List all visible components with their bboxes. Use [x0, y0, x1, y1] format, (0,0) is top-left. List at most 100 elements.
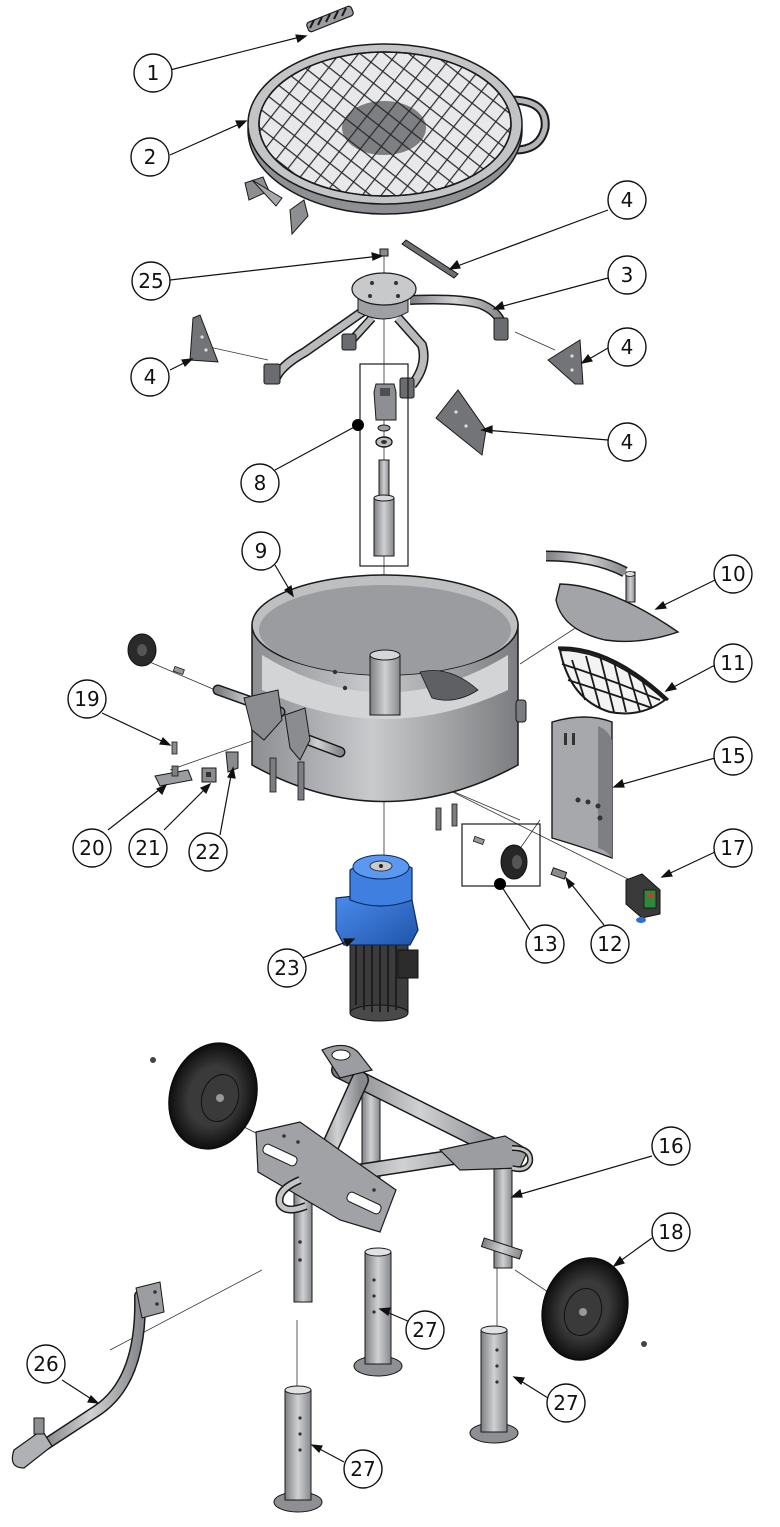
- callout-number: 27: [412, 1318, 437, 1342]
- callout-c4b: 4: [130, 357, 170, 397]
- callout-c27a: 27: [405, 1310, 445, 1350]
- callout-number: 16: [658, 1134, 683, 1158]
- switch-part: [625, 873, 661, 923]
- callout-number: 27: [553, 1391, 578, 1415]
- foot-part-right: [469, 1325, 519, 1444]
- callout-number: 18: [658, 1220, 683, 1244]
- mixing-star-part: [263, 272, 509, 399]
- callout-number: 21: [135, 836, 160, 860]
- callout-circle: [130, 137, 170, 177]
- callout-circle: [713, 828, 753, 868]
- motor-gearbox-part: [335, 854, 419, 1022]
- latch-part: [201, 767, 217, 783]
- callout-c23: 23: [267, 948, 307, 988]
- shaft-assembly-part: [359, 363, 409, 567]
- callout-circle: [651, 1126, 691, 1166]
- callout-circle: [546, 1383, 586, 1423]
- callout-c4d: 4: [607, 422, 647, 462]
- callout-circle: [188, 832, 228, 872]
- callout-number: 10: [720, 562, 745, 586]
- callout-number: 4: [144, 365, 157, 389]
- callout-number: 17: [720, 836, 745, 860]
- callout-number: 3: [621, 263, 634, 287]
- callout-number: 22: [195, 840, 220, 864]
- blade-part-left: [189, 314, 219, 363]
- foot-part-center: [353, 1247, 403, 1377]
- callout-circle: [525, 924, 565, 964]
- bolt-part: [379, 248, 389, 257]
- callout-number: 9: [255, 539, 268, 563]
- callout-c4a: 4: [607, 180, 647, 220]
- callout-c1: 1: [133, 53, 173, 93]
- callout-circle: [133, 53, 173, 93]
- callout-circle: [713, 643, 753, 683]
- callout-number: 13: [532, 932, 557, 956]
- callout-dots: [352, 419, 506, 890]
- callout-circle: [267, 948, 307, 988]
- callout-number: 20: [79, 836, 104, 860]
- callout-c3: 3: [607, 255, 647, 295]
- callout-c17: 17: [713, 828, 753, 868]
- callout-circle: [26, 1344, 66, 1384]
- callout-number: 11: [720, 651, 745, 675]
- plate-part: [154, 765, 193, 787]
- tow-bar-part: [11, 1281, 165, 1469]
- callout-c16: 16: [651, 1126, 691, 1166]
- callout-circle: [128, 828, 168, 868]
- callout-c27c: 27: [343, 1449, 383, 1489]
- callout-number: 4: [621, 430, 634, 454]
- callout-c26: 26: [26, 1344, 66, 1384]
- callout-circle: [343, 1449, 383, 1489]
- brush-part: [306, 5, 354, 33]
- callout-c15: 15: [713, 736, 753, 776]
- callout-number: 12: [597, 932, 622, 956]
- callout-c4c: 4: [607, 327, 647, 367]
- callout-c20: 20: [72, 828, 112, 868]
- callout-circle: [607, 255, 647, 295]
- callout-number: 19: [74, 687, 99, 711]
- callout-number: 8: [254, 471, 267, 495]
- blade-part-top: [401, 239, 459, 279]
- screw-part: [550, 867, 568, 880]
- callout-number: 26: [33, 1352, 58, 1376]
- callout-c18: 18: [651, 1212, 691, 1252]
- foot-part-left: [273, 1385, 323, 1513]
- wheel-left-part: [150, 1042, 258, 1150]
- callout-c8: 8: [240, 463, 280, 503]
- callout-c13: 13: [525, 924, 565, 964]
- callout-number: 27: [350, 1457, 375, 1481]
- callout-number: 25: [138, 269, 163, 293]
- callout-circle: [607, 327, 647, 367]
- drum-part: [212, 574, 527, 831]
- callout-c21: 21: [128, 828, 168, 868]
- callout-number: 4: [621, 335, 634, 359]
- callout-circle: [607, 180, 647, 220]
- callout-c2: 2: [130, 137, 170, 177]
- callout-circle: [131, 261, 171, 301]
- grate-part: [244, 43, 550, 236]
- callout-circle: [67, 679, 107, 719]
- callout-c25: 25: [131, 261, 171, 301]
- callout-circle: [713, 736, 753, 776]
- pin-part: [171, 741, 178, 755]
- callout-circle: [713, 554, 753, 594]
- roller-wheel-part: [461, 823, 541, 887]
- callout-c12: 12: [590, 924, 630, 964]
- chassis-frame-part: [255, 1044, 534, 1303]
- callout-c27b: 27: [546, 1383, 586, 1423]
- callout-circle: [607, 422, 647, 462]
- callout-c19: 19: [67, 679, 107, 719]
- callout-circle: [405, 1310, 445, 1350]
- callout-c10: 10: [713, 554, 753, 594]
- basket-part: [557, 646, 670, 715]
- callout-number: 15: [720, 744, 745, 768]
- blade-part-middle: [435, 389, 487, 456]
- callout-circle: [651, 1212, 691, 1252]
- cover-panel-part: [551, 716, 613, 860]
- wheel-right-part: [541, 1257, 647, 1361]
- roller-wheel-left: [127, 633, 185, 676]
- bracket-part: [225, 751, 239, 773]
- callout-circle: [72, 828, 112, 868]
- callout-circle: [241, 531, 281, 571]
- callout-number: 23: [274, 956, 299, 980]
